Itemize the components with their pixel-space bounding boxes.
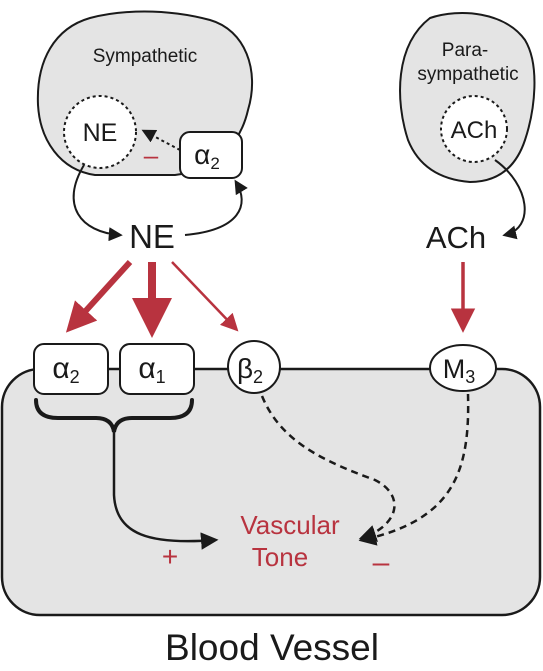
ach-vesicle [440, 95, 508, 163]
ne-to-beta2-red-arrow [171, 261, 239, 332]
ne-vesicle [63, 95, 137, 169]
released-ne-label: NE [129, 218, 175, 255]
ach-vesicle-label: ACh [451, 117, 498, 144]
presynaptic-alpha2-label: α2 [194, 139, 220, 173]
released-ach-label: ACh [426, 220, 486, 255]
alpha-to-tone-arrow [112, 432, 219, 550]
blood-vessel-panel [0, 367, 542, 617]
parasympathetic-label-line2: sympathetic [417, 64, 518, 85]
presynaptic-alpha2-receptor [179, 131, 243, 179]
alpha2-receptor-label: α2 [52, 352, 79, 387]
ne-vesicle-label: NE [83, 119, 118, 147]
alpha1-receptor [119, 343, 195, 395]
m3-receptor [429, 344, 497, 392]
ne-release-arrow [72, 164, 123, 242]
feedback-dotted-arrow [141, 129, 181, 151]
alpha2-receptor [33, 343, 109, 395]
m3-receptor-label: M3 [443, 354, 476, 387]
inhibition-sign: – [144, 140, 159, 170]
sympathetic-label: Sympathetic [93, 46, 198, 67]
plus-sign: + [162, 541, 178, 572]
beta2-receptor-label: β2 [237, 353, 263, 387]
minus-sign: – [373, 546, 390, 579]
ne-to-alpha2-red-arrow [65, 259, 133, 333]
m3-to-tone-dashed-arrow [358, 393, 470, 546]
parasympathetic-label-line1: Para- [442, 40, 488, 61]
vascular-tone-line1: Vascular [240, 510, 340, 540]
vascular-tone-line2: Tone [252, 542, 308, 572]
ach-release-arrow [494, 159, 526, 240]
beta2-receptor [227, 340, 281, 394]
ne-to-alpha2-arrow [184, 179, 248, 236]
beta2-to-tone-dashed-arrow [260, 395, 396, 542]
blood-vessel-label: Blood Vessel [165, 627, 379, 668]
alpha1-receptor-label: α1 [138, 352, 165, 387]
